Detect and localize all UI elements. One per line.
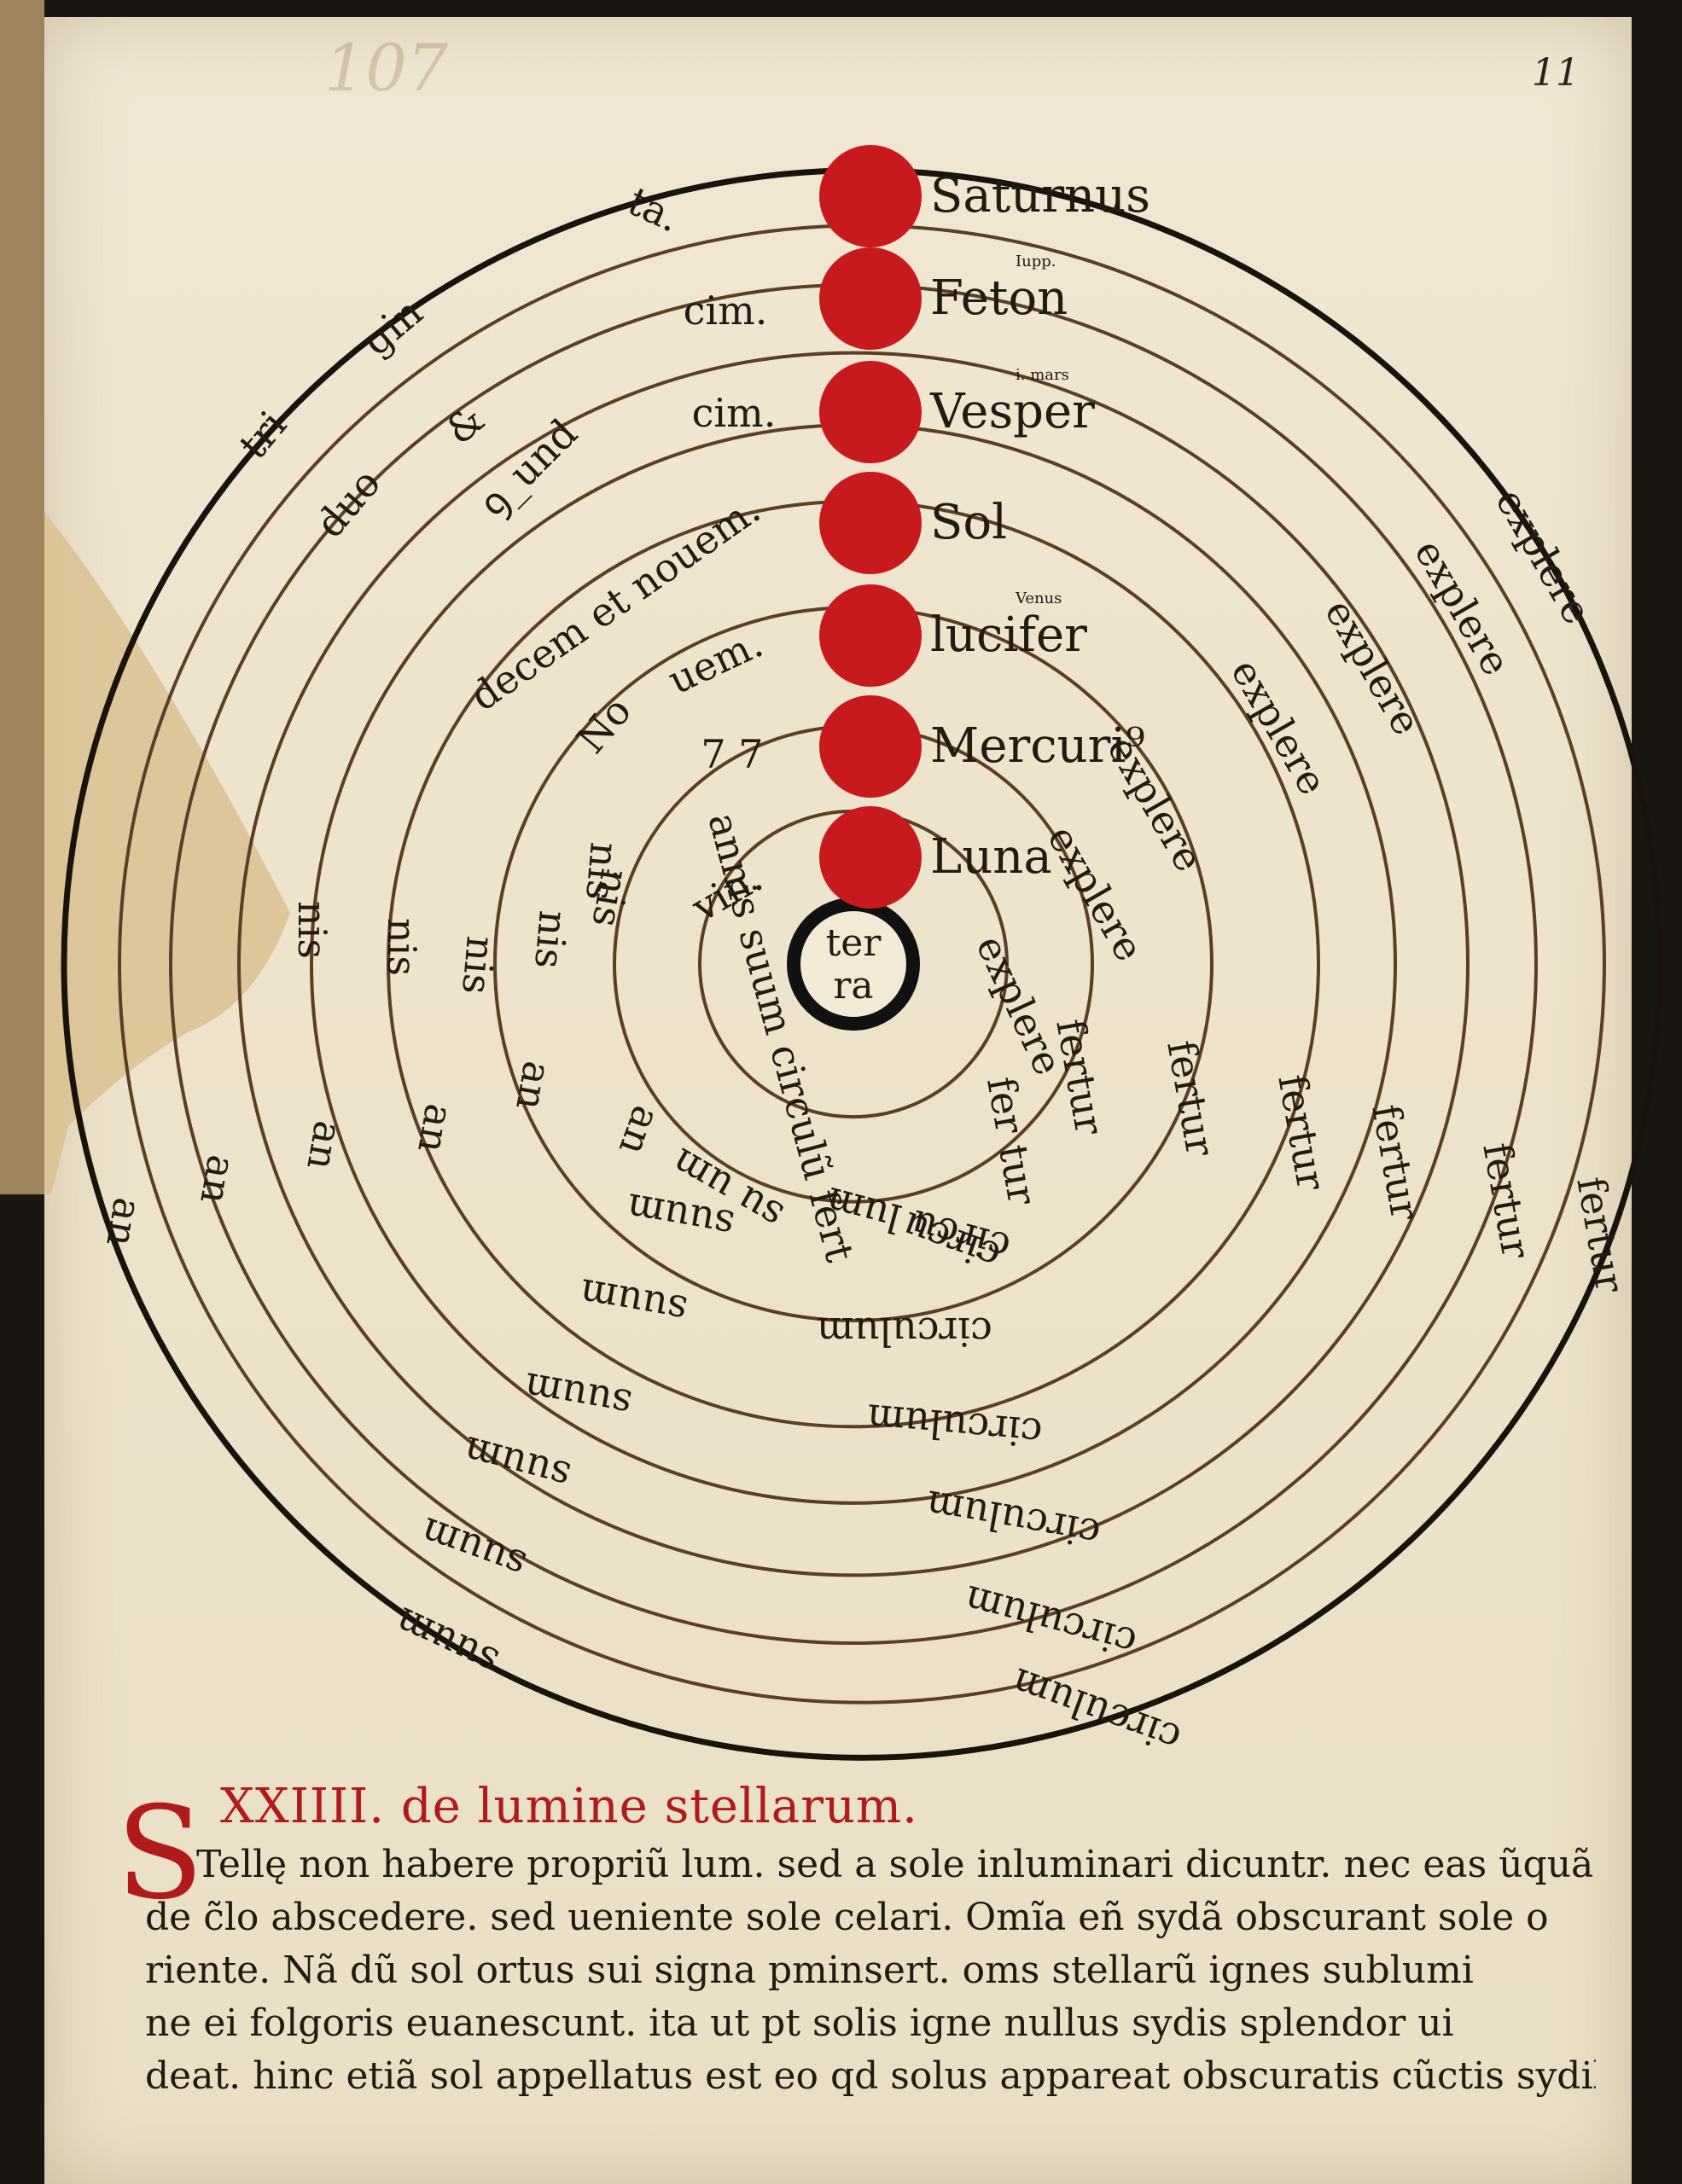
period-mars: cim. — [692, 390, 777, 436]
fertur-label: fertur — [1474, 1139, 1539, 1262]
circulum-label: circulum — [959, 1577, 1141, 1666]
period-saturn: ta. — [621, 177, 688, 241]
earth-label-top: ter — [826, 921, 882, 965]
circulum-label: circulum — [817, 1309, 992, 1355]
anni-label: nis — [583, 866, 638, 931]
suum-label: suum — [459, 1427, 575, 1500]
orbit-ring — [237, 351, 1470, 1577]
planet-label: lucifer — [930, 607, 1087, 663]
explere-label: explere — [1098, 728, 1213, 879]
planet-disc — [819, 361, 922, 463]
anni-label: an — [507, 1058, 561, 1114]
planet-disc — [819, 472, 922, 574]
planet-gloss: i. mars — [1016, 366, 1069, 384]
period-sun: decem et nouem. — [462, 486, 768, 720]
body-text: Tellę non habere propriũ lum. sed a sole… — [145, 1838, 1596, 2163]
anni-label: an — [298, 1118, 352, 1174]
anni-label: an — [610, 1100, 670, 1161]
body-line: de c̃lo abscedere. sed ueniente sole cel… — [145, 1896, 1549, 1939]
anni-label: an — [409, 1101, 463, 1157]
anni-label: nis — [379, 918, 425, 976]
folio-number: 11 — [1532, 51, 1580, 95]
period-jupiter: cim. — [684, 288, 768, 334]
planet-label: Vesper — [929, 384, 1095, 439]
chapter-heading: XXIIII. de lumine stellarum. — [220, 1779, 918, 1834]
fertur-label: fertur — [1158, 1037, 1224, 1159]
circulum-label: circulum — [1006, 1658, 1187, 1762]
earth-label-bottom: ra — [833, 964, 873, 1008]
parchment-repair-patch — [0, 0, 290, 1194]
anni-label: an — [191, 1152, 245, 1208]
planet-label: Luna — [930, 829, 1052, 885]
circulum-label: circulum — [922, 1481, 1103, 1557]
planet-gloss: Iupp. — [1016, 253, 1056, 270]
planet-label: Sol — [930, 495, 1007, 550]
explere-label: explere — [1487, 480, 1601, 631]
fertur-label: fer tur — [978, 1073, 1045, 1208]
planet-label: Saturnus — [930, 168, 1150, 224]
suum-label: suum — [415, 1508, 532, 1589]
planet-disc — [819, 806, 922, 909]
circulum-label: circulum — [865, 1395, 1045, 1456]
suum-label: suum — [521, 1363, 635, 1427]
explere-label: explere — [1316, 591, 1430, 742]
body-line: deat. hinc etiã sol appellatus est eo qd… — [145, 2054, 1596, 2098]
planet-gloss: Venus — [1015, 590, 1062, 607]
planet-disc — [819, 145, 922, 247]
decorated-initial: S — [116, 1780, 204, 1928]
planet-label: Mercuri⁹ — [930, 718, 1145, 774]
faint-shelf-mark: 107 — [324, 30, 449, 106]
body-line: Tellę non habere propriũ lum. sed a sole… — [196, 1843, 1594, 1886]
suum-label: suum — [388, 1598, 505, 1685]
fertur-label: fertur — [1047, 1015, 1113, 1138]
anni-label: an — [97, 1194, 151, 1251]
body-line: ne ei folgoris euanescunt. ita ut pt sol… — [145, 2001, 1454, 2045]
suum-label: suum — [576, 1269, 690, 1333]
period-jupiter: & — [437, 396, 493, 454]
planet-disc — [819, 584, 922, 687]
period-jupiter: duo — [306, 460, 389, 546]
planet-disc — [819, 695, 922, 798]
anni-label: nis — [453, 934, 504, 996]
period-mercury: 7 7 — [701, 731, 763, 777]
fertur-label: fertur — [1363, 1101, 1429, 1223]
body-line: riente. Nã dũ sol ortus sui signa pminse… — [145, 1949, 1474, 1992]
explere-label: explere — [1039, 817, 1153, 968]
period-venus: uem. — [661, 620, 770, 704]
anni-label: nis — [289, 901, 335, 959]
anni-label: nis — [577, 840, 628, 902]
planet-label: Feton — [930, 270, 1068, 326]
period-venus: No — [567, 688, 640, 762]
fertur-label: fertur — [1269, 1071, 1335, 1194]
planet-column — [819, 145, 922, 909]
anni-label: nis — [526, 909, 577, 970]
planet-disc — [819, 247, 922, 350]
